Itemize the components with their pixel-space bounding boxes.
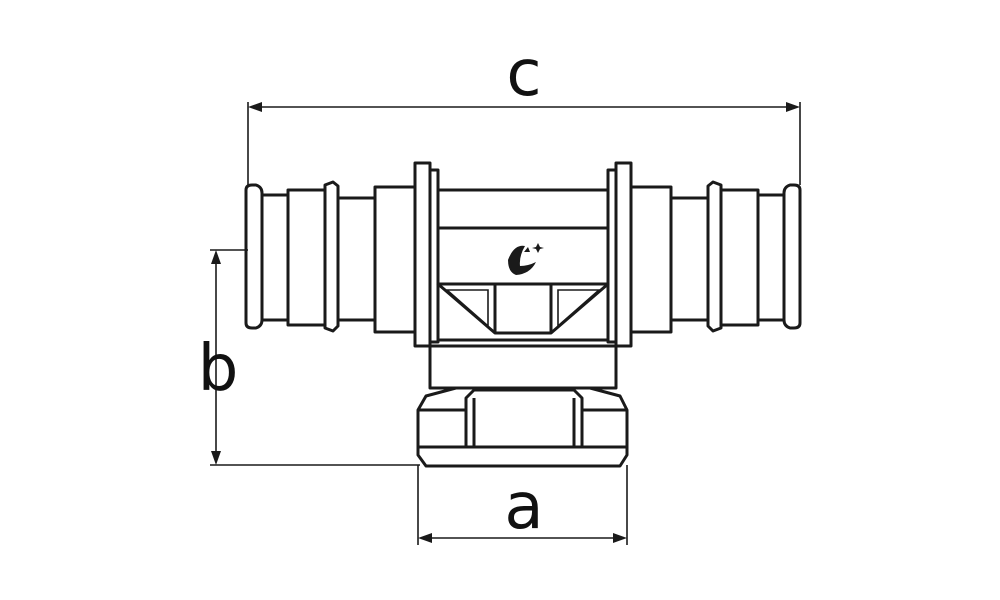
right-barb-spigot xyxy=(629,180,802,334)
tee-outlet-neck xyxy=(428,344,618,390)
dimension-c: c xyxy=(247,37,801,185)
left-collar xyxy=(413,161,440,348)
dimension-a: a xyxy=(417,465,628,545)
dimension-c-label: c xyxy=(506,37,541,111)
dimension-b: b xyxy=(198,249,420,466)
dimension-b-label: b xyxy=(198,332,239,406)
brand-logo-icon xyxy=(508,243,544,275)
tee-central-body xyxy=(436,188,610,342)
dimension-a-label: a xyxy=(504,470,543,544)
hex-nut xyxy=(416,386,629,468)
left-barb-spigot xyxy=(244,180,417,334)
right-collar xyxy=(606,161,633,348)
